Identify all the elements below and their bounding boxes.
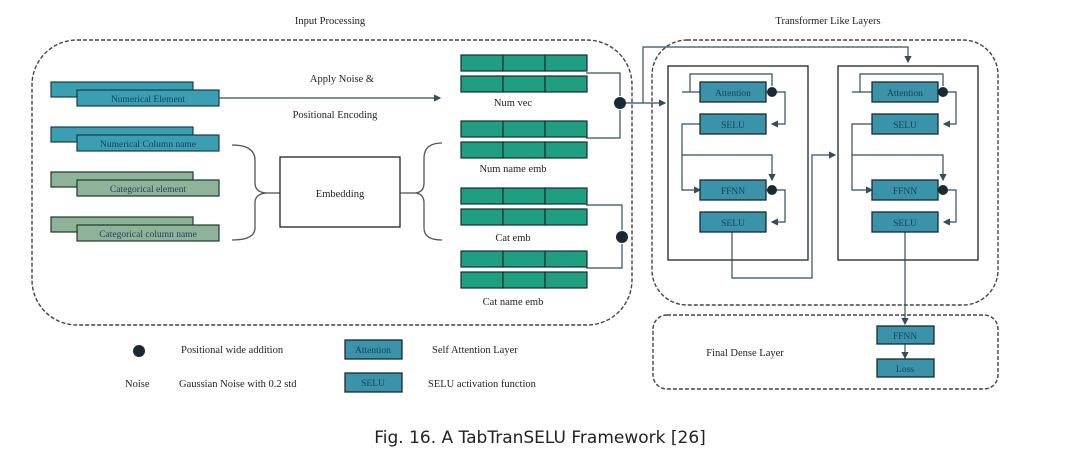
input-label: Numerical Column name: [100, 140, 196, 150]
embedding-cell: [544, 250, 588, 268]
input-categorical-column-name: Categorical column name: [50, 216, 220, 242]
input-numerical-element: Numerical Element: [50, 81, 220, 107]
svg-text:Attention: Attention: [355, 346, 391, 356]
embedding-label-num-name-emb: Num name emb: [479, 164, 546, 175]
svg-text:Attention: Attention: [715, 89, 751, 99]
svg-text:Attention: Attention: [887, 89, 923, 99]
embedding-cell: [544, 271, 588, 289]
embedding-connectors: [586, 46, 912, 269]
embedding-cell: [460, 271, 504, 289]
embedding-cell: [460, 120, 504, 138]
input-numerical-column-name: Numerical Column name: [50, 126, 220, 152]
legend-dot-desc: Positional wide addition: [181, 345, 284, 356]
embedding-cell: [544, 120, 588, 138]
embedding-cell: [544, 187, 588, 205]
svg-text:SELU: SELU: [893, 219, 917, 229]
svg-text:SELU: SELU: [893, 121, 917, 131]
embedding-cell: [502, 271, 546, 289]
embedding-cell: [460, 250, 504, 268]
legend-attention-swatch: [344, 339, 403, 360]
embedding-cell: [460, 141, 504, 159]
arrow-label-line2: Positional Encoding: [293, 110, 379, 121]
embedding-cat-emb: [460, 187, 588, 226]
legend-attention-desc: Self Attention Layer: [432, 345, 518, 356]
legend-selu-desc: SELU activation function: [428, 379, 537, 390]
addition-dot-cat: [616, 231, 628, 243]
selu-block: [699, 113, 767, 135]
embedding-cell: [502, 141, 546, 159]
embedding-cell: [502, 75, 546, 93]
loss-block: [876, 358, 935, 378]
svg-text:FFNN: FFNN: [893, 187, 917, 197]
transformer-layer-1: Attention SELU FFNN SELU: [667, 65, 837, 279]
ffnn-block: [699, 179, 767, 201]
embedding-cell: [544, 141, 588, 159]
embedding-box: [279, 156, 401, 228]
embedding-cell: [502, 208, 546, 226]
embedding-cell: [502, 54, 546, 72]
figure-caption: Fig. 16. A TabTranSELU Framework [26]: [374, 428, 706, 448]
embedding-num-vec: [460, 54, 588, 93]
legend-noise-desc: Gaussian Noise with 0.2 std: [179, 379, 297, 390]
embedding-label: Embedding: [316, 189, 365, 200]
section-title-input-processing: Input Processing: [295, 16, 366, 27]
svg-text:FFNN: FFNN: [721, 187, 745, 197]
attention-block: [699, 81, 767, 103]
embedding-cat-name-emb: [460, 250, 588, 289]
selu-block: [871, 211, 939, 233]
embedding-cell: [502, 120, 546, 138]
selu-block: [699, 211, 767, 233]
embedding-cell: [502, 250, 546, 268]
input-processing-container: [31, 39, 633, 326]
legend-selu-swatch: [344, 372, 403, 393]
input-categorical-element: Categorical element: [50, 171, 220, 197]
addition-dot-num: [614, 97, 626, 109]
embedding-cell: [460, 208, 504, 226]
legend-noise-key: Noise: [125, 379, 150, 390]
embedding-num-name-emb: [460, 120, 588, 159]
section-title-final-dense: Final Dense Layer: [706, 348, 784, 359]
embedding-cell: [502, 187, 546, 205]
attention-block: [871, 81, 939, 103]
embedding-blocks: [460, 54, 588, 289]
embedding-cell: [460, 187, 504, 205]
selu-block: [871, 113, 939, 135]
embedding-label-num-vec: Num vec: [494, 98, 533, 109]
embedding-label-cat-emb: Cat emb: [495, 233, 530, 244]
section-title-transformer: Transformer Like Layers: [775, 16, 880, 27]
svg-text:Loss: Loss: [896, 365, 914, 375]
transformer-layer-2: Attention SELU FFNN SELU: [837, 65, 979, 326]
final-dense-container: [652, 314, 999, 390]
svg-text:SELU: SELU: [361, 379, 385, 389]
left-brace: [231, 144, 269, 241]
legend: Positional wide addition Noise Gaussian …: [125, 339, 537, 393]
svg-text:FFNN: FFNN: [893, 332, 917, 342]
right-brace: [413, 142, 443, 241]
input-label: Numerical Element: [111, 95, 185, 105]
transformer-container: [651, 39, 999, 306]
svg-text:SELU: SELU: [721, 121, 745, 131]
embedding-cell: [460, 75, 504, 93]
embedding-cell: [544, 75, 588, 93]
embedding-label-cat-name-emb: Cat name emb: [483, 297, 544, 308]
ffnn-block: [871, 179, 939, 201]
legend-dot-icon: [133, 345, 145, 357]
embedding-cell: [544, 208, 588, 226]
svg-text:SELU: SELU: [721, 219, 745, 229]
arrow-label-line1: Apply Noise &: [310, 74, 374, 85]
input-label: Categorical element: [110, 185, 187, 195]
embedding-cell: [460, 54, 504, 72]
input-label: Categorical column name: [99, 230, 197, 240]
embedding-cell: [544, 54, 588, 72]
